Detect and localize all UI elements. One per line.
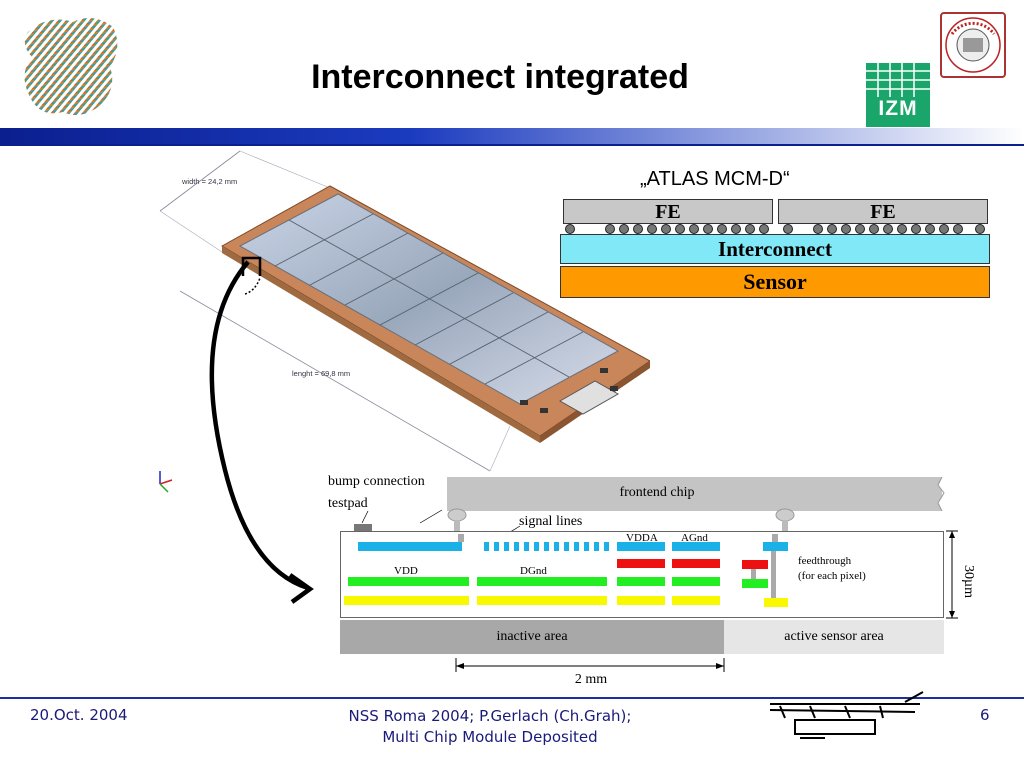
thickness-label: 30µm bbox=[961, 565, 976, 598]
izm-logo: IZM bbox=[866, 63, 930, 127]
fe-chip-left: FE bbox=[563, 199, 773, 224]
footer-date: 20.Oct. 2004 bbox=[30, 706, 128, 724]
header-bar bbox=[0, 128, 1024, 144]
sensor-layer: Sensor bbox=[560, 266, 990, 298]
izm-logo-text: IZM bbox=[878, 97, 918, 120]
active-area-label: active sensor area bbox=[784, 629, 884, 644]
zoom-arrow bbox=[209, 260, 314, 604]
footer-conference-line2: Multi Chip Module Deposited bbox=[382, 728, 598, 746]
bump-label-line2: testpad bbox=[328, 496, 368, 511]
active-sensor-area bbox=[724, 620, 944, 654]
length-dimension-line bbox=[179, 290, 491, 472]
axis-triad-icon bbox=[159, 471, 173, 493]
testpad bbox=[354, 524, 372, 532]
signal-lines-label: signal lines bbox=[519, 514, 583, 529]
agnd-label: AGnd bbox=[681, 532, 708, 544]
fe-chip-right: FE bbox=[778, 199, 988, 224]
interconnect-layer: Interconnect bbox=[560, 234, 990, 264]
dgnd-label: DGnd bbox=[520, 565, 547, 577]
module-drawing: width = 24,2 mm lenght = 69,8 mm bbox=[159, 150, 650, 472]
inactive-area bbox=[340, 620, 724, 654]
footer-sketch-logo bbox=[769, 691, 924, 739]
width-label: width = 24,2 mm bbox=[181, 177, 237, 186]
footer-page-number: 6 bbox=[980, 706, 990, 724]
university-logo bbox=[24, 18, 118, 116]
feedthrough-label-line1: feedthrough bbox=[798, 555, 852, 567]
collaboration-seal bbox=[940, 12, 1006, 78]
footer-conference-line1: NSS Roma 2004; P.Gerlach (Ch.Grah); bbox=[348, 707, 632, 725]
footer-line bbox=[0, 697, 1024, 699]
vdda-label: VDDA bbox=[626, 532, 658, 544]
width-dimension-line bbox=[159, 150, 241, 212]
stack-caption: „ATLAS MCM-D“ bbox=[640, 168, 790, 190]
feedthrough-label-line2: (for each pixel) bbox=[798, 570, 866, 582]
header-bar-line bbox=[0, 144, 1024, 146]
frontend-chip-label: frontend chip bbox=[619, 485, 695, 500]
slide-title: Interconnect integrated bbox=[311, 58, 689, 96]
dimension-label: 2 mm bbox=[574, 672, 608, 687]
metal-layers bbox=[344, 534, 788, 607]
vdd-label: VDD bbox=[394, 565, 418, 577]
inactive-area-label: inactive area bbox=[496, 629, 568, 644]
length-label: lenght = 69,8 mm bbox=[292, 369, 350, 378]
frontend-chip bbox=[447, 477, 942, 511]
bump-row bbox=[565, 224, 985, 234]
bump-label-line1: bump connection bbox=[328, 474, 425, 489]
footer-conference: NSS Roma 2004; P.Gerlach (Ch.Grah); Mult… bbox=[250, 706, 730, 748]
